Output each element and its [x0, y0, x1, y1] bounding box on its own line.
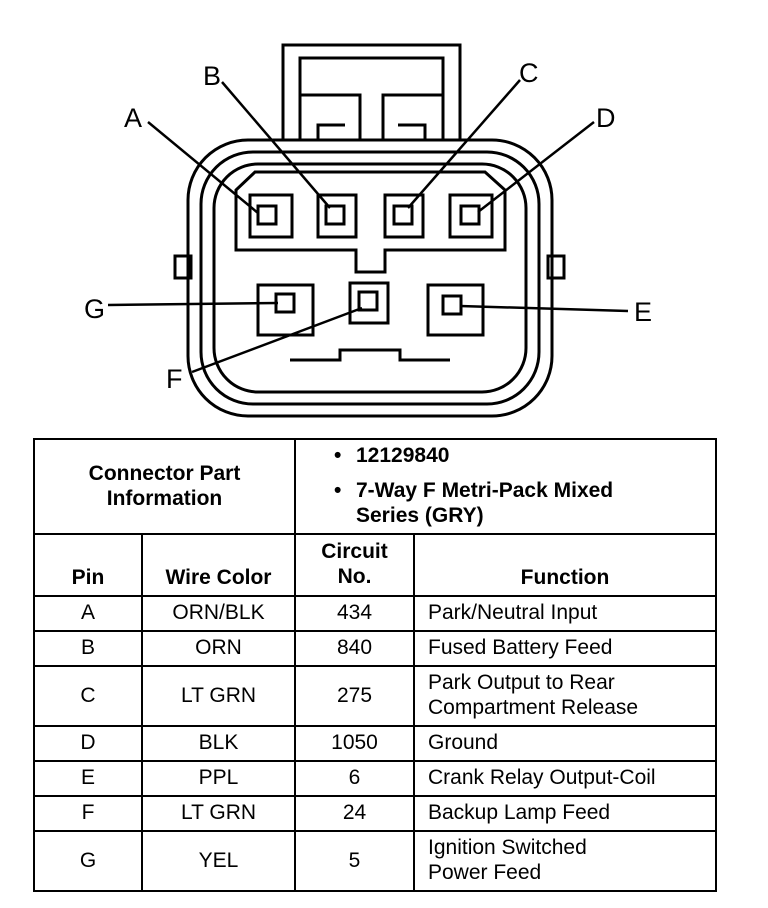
connector-info-title: Connector Part Information — [33, 438, 296, 535]
connector-latch — [281, 43, 462, 140]
part-description-line2: Series (GRY) — [356, 503, 484, 527]
row-wire-color: BLK — [141, 725, 296, 762]
pin-square-f — [357, 290, 379, 312]
row-pin: E — [33, 760, 143, 797]
table-header-row: Pin Wire Color Circuit No. Function — [33, 533, 718, 597]
leader-line-c — [407, 79, 521, 209]
table-row: E PPL 6 Crank Relay Output-Coil — [33, 760, 718, 797]
connector-info-title-line2: Information — [106, 486, 223, 510]
part-description-line1: 7-Way F Metri-Pack Mixed — [356, 479, 614, 503]
part-number: 12129840 — [356, 444, 450, 468]
pin-label-e: E — [634, 297, 652, 327]
pin-label-a: A — [124, 103, 142, 133]
pin-label-d: D — [596, 103, 616, 133]
row-wire-color: LT GRN — [141, 665, 296, 727]
row-function: Fused Battery Feed — [412, 630, 718, 667]
part-description: 7-Way F Metri-Pack Mixed Series (GRY) — [356, 479, 613, 529]
leader-line-d — [477, 121, 595, 213]
leader-line-a — [147, 121, 259, 214]
bullet-icon: • — [334, 444, 342, 468]
row-function: Park Output to Rear Compartment Release — [412, 665, 718, 727]
row-function: Park/Neutral Input — [412, 595, 718, 632]
row-wire-color: ORN — [141, 630, 296, 667]
table-row: A ORN/BLK 434 Park/Neutral Input — [33, 595, 718, 632]
leader-line-e — [459, 304, 629, 313]
row-function-line1: Ignition Switched — [428, 836, 587, 860]
row-function: Backup Lamp Feed — [412, 795, 718, 832]
row-wire-color: LT GRN — [141, 795, 296, 832]
row-pin: B — [33, 630, 143, 667]
connector-diagram: A B C D E F G — [84, 43, 652, 418]
row-circuit: 1050 — [294, 725, 415, 762]
part-description-line: • 7-Way F Metri-Pack Mixed Series (GRY) — [334, 479, 711, 529]
row-circuit: 5 — [294, 830, 415, 892]
connector-side-tab-left — [173, 254, 193, 280]
header-circuit-no: Circuit No. — [294, 533, 415, 597]
pin-label-g: G — [84, 294, 105, 324]
connector-info-row: Connector Part Information • 12129840 • … — [33, 438, 718, 535]
pin-square-e — [441, 294, 463, 316]
header-circuit-line1: Circuit — [321, 540, 388, 564]
pin-square-c — [392, 204, 414, 226]
row-circuit: 434 — [294, 595, 415, 632]
pin-square-a — [256, 204, 278, 226]
table-row: C LT GRN 275 Park Output to Rear Compart… — [33, 665, 718, 727]
row-pin: A — [33, 595, 143, 632]
row-pin: C — [33, 665, 143, 727]
connector-side-tab-right — [546, 254, 566, 280]
leader-line-f — [191, 306, 363, 374]
connector-housing — [186, 138, 554, 418]
header-pin: Pin — [33, 533, 143, 597]
header-function: Function — [412, 533, 718, 597]
table-row: D BLK 1050 Ground — [33, 725, 718, 762]
part-number-line: • 12129840 — [334, 444, 711, 469]
row-circuit: 840 — [294, 630, 415, 667]
pin-square-d — [459, 204, 481, 226]
row-function: Crank Relay Output-Coil — [412, 760, 718, 797]
header-wire-color: Wire Color — [141, 533, 296, 597]
connector-pinout-table: Connector Part Information • 12129840 • … — [33, 438, 718, 892]
table-row: G YEL 5 Ignition Switched Power Feed — [33, 830, 718, 892]
connector-bottom-slot — [290, 348, 450, 362]
connector-info-details: • 12129840 • 7-Way F Metri-Pack Mixed Se… — [293, 438, 718, 535]
leader-line-g — [107, 301, 279, 307]
row-function-line1: Park Output to Rear — [428, 671, 615, 695]
row-pin: D — [33, 725, 143, 762]
row-circuit: 6 — [294, 760, 415, 797]
row-circuit: 275 — [294, 665, 415, 727]
row-function-line2: Power Feed — [428, 861, 542, 884]
pin-square-g — [274, 292, 296, 314]
pin-square-b — [324, 204, 346, 226]
bullet-icon: • — [334, 479, 342, 503]
row-function-line2: Compartment Release — [428, 696, 639, 719]
connector-info-title-line1: Connector Part — [88, 461, 241, 485]
pin-label-b: B — [203, 61, 221, 91]
table-row: F LT GRN 24 Backup Lamp Feed — [33, 795, 718, 832]
row-circuit: 24 — [294, 795, 415, 832]
row-wire-color: YEL — [141, 830, 296, 892]
header-circuit-line2: No. — [337, 565, 372, 588]
row-pin: F — [33, 795, 143, 832]
row-function: Ignition Switched Power Feed — [412, 830, 718, 892]
pin-label-c: C — [519, 58, 539, 88]
row-pin: G — [33, 830, 143, 892]
table-row: B ORN 840 Fused Battery Feed — [33, 630, 718, 667]
pin-cavities — [248, 193, 494, 337]
leader-line-b — [221, 81, 331, 209]
row-wire-color: ORN/BLK — [141, 595, 296, 632]
row-wire-color: PPL — [141, 760, 296, 797]
pin-label-f: F — [166, 364, 183, 394]
row-function: Ground — [412, 725, 718, 762]
